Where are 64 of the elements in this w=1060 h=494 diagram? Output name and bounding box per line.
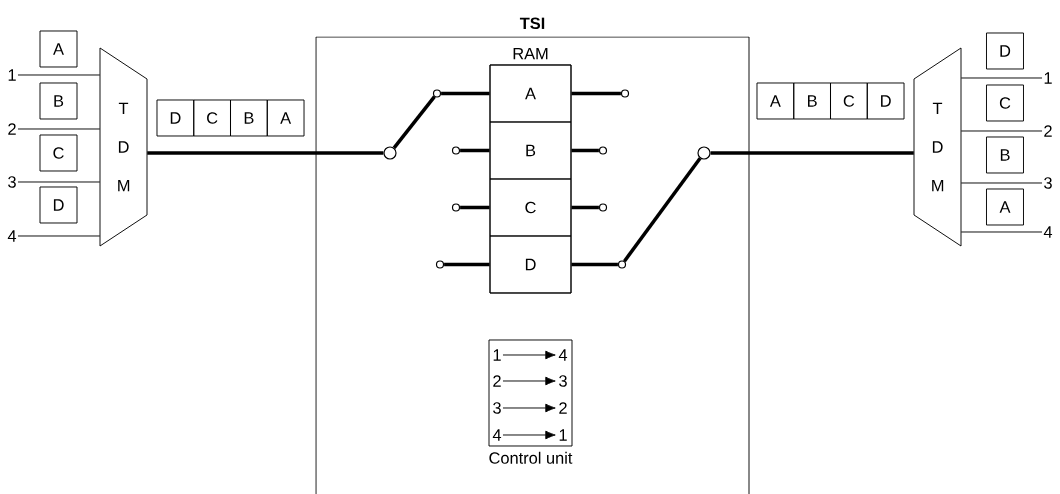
connector-line: [710, 151, 914, 155]
line-number: 3: [1044, 177, 1052, 189]
connector-line: [460, 205, 490, 210]
slot-number: 1: [559, 429, 567, 441]
frame-slot: B: [793, 82, 831, 120]
line-number: 1: [1044, 72, 1052, 84]
frame-slot: C: [830, 82, 868, 120]
slot-number: 1: [493, 349, 501, 361]
node-label: RAM: [513, 47, 548, 60]
connector-line: [623, 157, 702, 263]
line-number: 2: [1044, 125, 1052, 137]
demultiplexer: T D M: [913, 47, 962, 247]
memory-cell: B: [489, 121, 572, 180]
connector-line: [571, 148, 599, 153]
arrow: [502, 376, 556, 386]
connector-line: [444, 262, 490, 267]
arrow: [502, 350, 556, 360]
connector-line: [441, 91, 490, 96]
line-number: 1: [8, 69, 16, 81]
connector-line: [392, 95, 436, 149]
connector-line: [147, 151, 384, 155]
slot-number: 4: [492, 429, 502, 441]
frame-slot: D: [156, 99, 195, 137]
arrow: [502, 430, 556, 440]
time-slot-box: D: [39, 186, 78, 224]
memory-cell: A: [489, 64, 572, 123]
time-slot-box: D: [986, 32, 1024, 70]
line-number: 4: [7, 230, 17, 242]
line-number: 2: [8, 123, 16, 135]
time-slot-box: B: [39, 82, 78, 120]
connector-line: [17, 128, 101, 130]
frame-slot: A: [266, 99, 305, 137]
frame-slot: D: [866, 82, 905, 120]
connector-line: [960, 130, 1043, 132]
slot-number: 3: [493, 402, 501, 414]
time-slot-box: B: [986, 136, 1024, 174]
connector-line: [571, 205, 599, 210]
time-slot-box: C: [39, 134, 78, 172]
multiplexer: T D M: [99, 47, 148, 247]
arrow: [502, 403, 556, 413]
memory-cell: C: [489, 178, 572, 237]
connector-line: [17, 181, 101, 183]
connector-line: [571, 262, 618, 267]
connector-line: [960, 77, 1043, 79]
line-number: 4: [1043, 226, 1053, 238]
time-slot-box: C: [986, 84, 1024, 122]
connector-line: [960, 182, 1043, 184]
memory-cell: D: [489, 235, 572, 294]
frame-slot: B: [230, 99, 268, 137]
slot-number: 2: [493, 375, 501, 387]
connector-line: [571, 91, 621, 96]
slot-number: 2: [559, 402, 567, 414]
slot-number: 4: [558, 349, 568, 361]
frame-slot: A: [756, 82, 795, 120]
connector-line: [960, 231, 1043, 233]
frame-slot: C: [193, 99, 231, 137]
connector-line: [460, 148, 490, 153]
connector-line: [17, 235, 101, 237]
line-number: 3: [8, 176, 16, 188]
time-slot-box: A: [986, 188, 1024, 226]
slot-number: 3: [559, 375, 567, 387]
node-label: Control unit: [489, 451, 573, 464]
connector-line: [17, 74, 101, 76]
time-slot-box: A: [39, 30, 78, 68]
